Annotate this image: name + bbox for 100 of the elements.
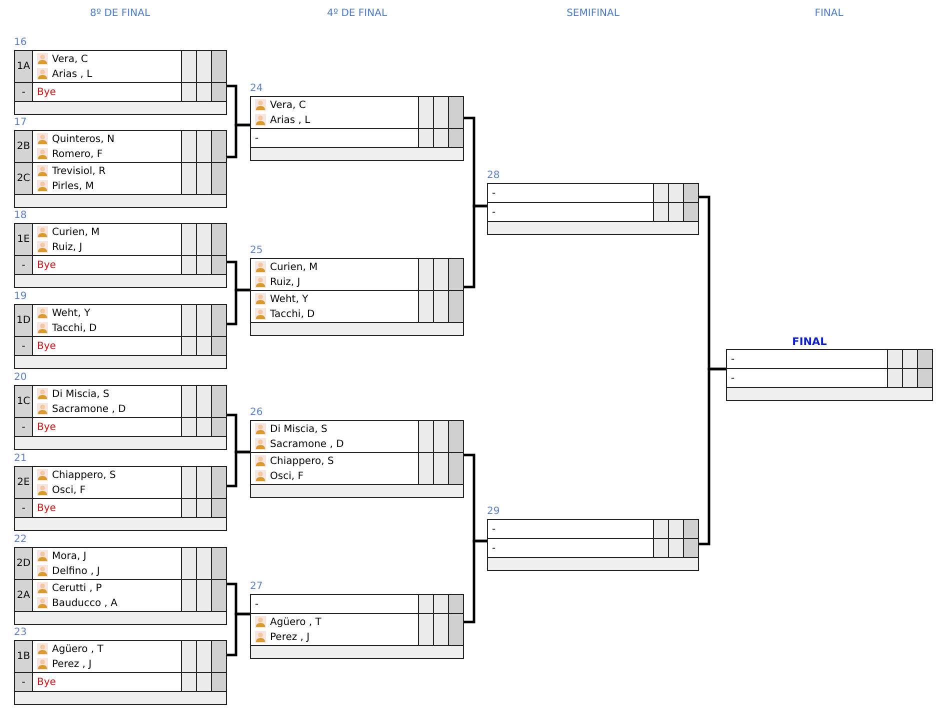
team-row <box>15 580 226 612</box>
seed-cell: 2A <box>15 580 33 611</box>
match-number: 17 <box>14 117 28 129</box>
player-name: Weht, Y <box>52 308 90 318</box>
seed-cell: 2E <box>15 467 33 498</box>
empty-slot-text: - <box>491 206 497 218</box>
team-row <box>251 595 463 614</box>
empty-slot-text: - <box>254 598 260 610</box>
bracket-line <box>227 288 250 326</box>
player-name: Vera, C <box>270 100 306 110</box>
bracket-line <box>699 368 726 546</box>
bye-text: Bye <box>36 422 57 432</box>
team-row <box>488 184 698 203</box>
seed-cell: - <box>15 83 33 101</box>
player-name: Perez , J <box>270 632 310 642</box>
player-name: Arias , L <box>270 114 310 126</box>
player-name: Agüero , T <box>270 616 322 628</box>
player-name: Bauducco , A <box>52 598 118 608</box>
team-row <box>251 614 463 646</box>
player-name: Delfino , J <box>52 566 100 576</box>
player-name: Tacchi, D <box>270 308 315 320</box>
bye-text: Bye <box>36 86 57 98</box>
player-name: Chiappero, S <box>270 456 334 466</box>
player-name: Chiappero, S <box>52 470 116 480</box>
bracket-line <box>227 450 250 488</box>
team-row <box>15 641 226 673</box>
player-name: Osci, F <box>270 470 304 482</box>
player-name: Cerutti , P <box>52 582 102 594</box>
seed-cell: - <box>15 256 33 274</box>
seed-cell: 1D <box>15 305 33 336</box>
team-row <box>15 305 226 337</box>
match-number: 22 <box>14 534 28 546</box>
empty-slot-text: - <box>491 524 497 534</box>
match-number: 19 <box>14 291 28 303</box>
player-name: Ruiz, J <box>52 242 82 252</box>
player-name: Mora, J <box>52 550 86 562</box>
match-number: 27 <box>250 581 264 593</box>
player-name: Di Miscia, S <box>52 388 110 400</box>
final-heading: FINAL <box>791 336 828 348</box>
team-row <box>251 421 463 453</box>
team-row <box>15 224 226 256</box>
match-number: 18 <box>14 210 28 222</box>
seed-cell: 1C <box>15 386 33 417</box>
seed-cell: 2B <box>15 131 33 162</box>
bye-text: Bye <box>36 340 57 352</box>
team-row <box>15 467 226 499</box>
player-name: Tacchi, D <box>52 322 97 334</box>
seed-cell: 1B <box>15 641 33 672</box>
team-row <box>15 131 226 163</box>
player-name: Di Miscia, S <box>270 424 328 434</box>
player-name: Vera, C <box>52 54 88 64</box>
bye-text: Bye <box>36 260 57 270</box>
column-heading: FINAL <box>814 8 844 19</box>
seed-cell: 2D <box>15 548 33 579</box>
match-number: 25 <box>250 245 264 257</box>
seed-cell: 1A <box>15 51 33 82</box>
match-number: 20 <box>14 372 28 384</box>
team-row <box>727 350 932 369</box>
team-row <box>488 520 698 539</box>
player-name: Ruiz, J <box>270 276 300 288</box>
team-row <box>251 97 463 129</box>
seed-cell: - <box>15 499 33 517</box>
match-number: 16 <box>14 37 28 49</box>
match-number: 23 <box>14 627 28 639</box>
player-name: Arias , L <box>52 68 92 80</box>
player-name: Agüero , T <box>52 644 104 654</box>
match-number: 24 <box>250 83 264 95</box>
player-name: Romero, F <box>52 148 103 160</box>
empty-slot-text: - <box>491 188 497 198</box>
player-name: Sacramone , D <box>270 438 344 450</box>
player-name: Perez , J <box>52 658 92 670</box>
bye-text: Bye <box>36 502 57 514</box>
team-row <box>251 453 463 485</box>
player-name: Quinteros, N <box>52 134 114 144</box>
team-row <box>15 163 226 195</box>
bracket-line <box>227 612 250 656</box>
team-row <box>251 259 463 291</box>
match-number: 29 <box>487 506 501 518</box>
player-name: Curien, M <box>52 226 100 238</box>
seed-cell: 2C <box>15 163 33 194</box>
empty-slot-text: - <box>730 372 736 384</box>
column-heading: SEMIFINAL <box>566 8 620 19</box>
player-name: Trevisiol, R <box>52 166 106 176</box>
bracket-line <box>227 124 250 158</box>
bracket-line <box>464 204 487 288</box>
empty-slot-text: - <box>254 132 260 144</box>
column-heading: 4º DE FINAL <box>326 8 388 19</box>
empty-slot-text: - <box>491 542 497 554</box>
match-number: 21 <box>14 453 28 465</box>
player-name: Osci, F <box>52 484 86 496</box>
bye-text: Bye <box>36 676 57 688</box>
empty-slot-text: - <box>730 354 736 364</box>
player-name: Pirles, M <box>52 180 94 192</box>
match-number: 26 <box>250 407 264 419</box>
team-row <box>251 291 463 323</box>
seed-cell: 1E <box>15 224 33 255</box>
team-row <box>15 548 226 580</box>
match-number: 28 <box>487 170 501 182</box>
seed-cell: - <box>15 418 33 436</box>
team-row <box>15 51 226 83</box>
